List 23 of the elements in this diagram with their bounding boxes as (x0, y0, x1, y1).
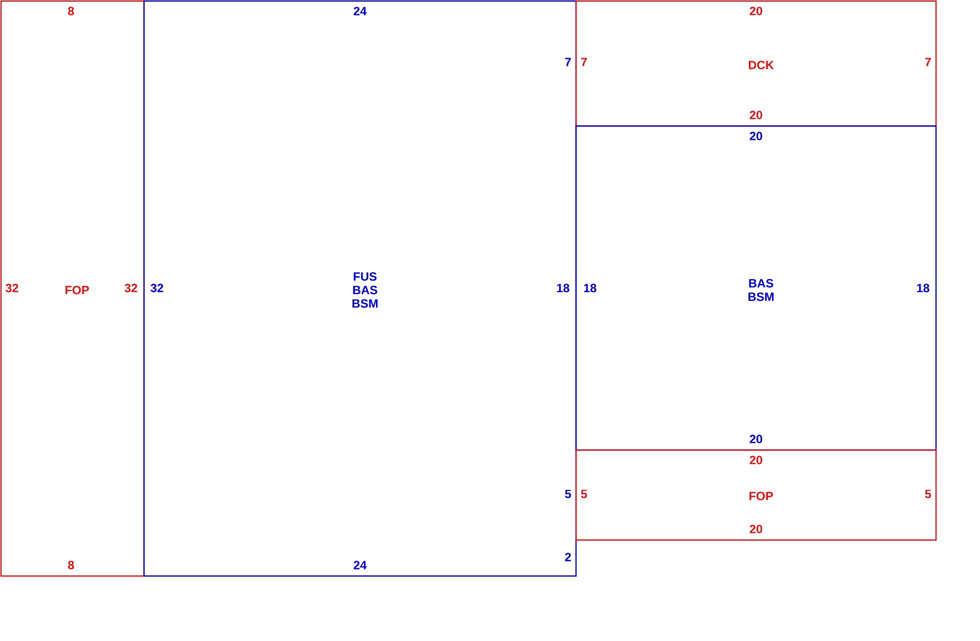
dimension-label: 8 (68, 6, 74, 16)
dimension-label: 24 (354, 6, 367, 16)
dimension-label: 7 (925, 58, 931, 66)
dimension-label: 5 (581, 490, 587, 498)
dimension-label: 32 (150, 284, 164, 292)
dimension-label: 20 (750, 456, 762, 464)
dimension-label: 20 (750, 6, 762, 16)
dimension-label: 7 (565, 58, 571, 66)
dimension-label: 18 (584, 284, 596, 292)
dimension-label: 24 (354, 560, 367, 570)
dimension-label: 18 (917, 284, 930, 292)
dimension-label: 8 (68, 560, 74, 570)
dimension-label: 5 (925, 490, 931, 498)
dimension-label: 2 (565, 552, 571, 562)
dimension-label: 32 (124, 284, 138, 292)
dimension-label: 20 (750, 524, 762, 534)
dimension-label: 20 (750, 132, 762, 140)
dimension-label: 20 (750, 110, 762, 120)
dimension-label: 32 (6, 284, 18, 292)
dimension-label: 20 (750, 434, 762, 444)
dimension-label: 18 (557, 284, 570, 292)
dimension-label: 5 (565, 490, 571, 498)
dimension-label: 7 (581, 58, 587, 66)
